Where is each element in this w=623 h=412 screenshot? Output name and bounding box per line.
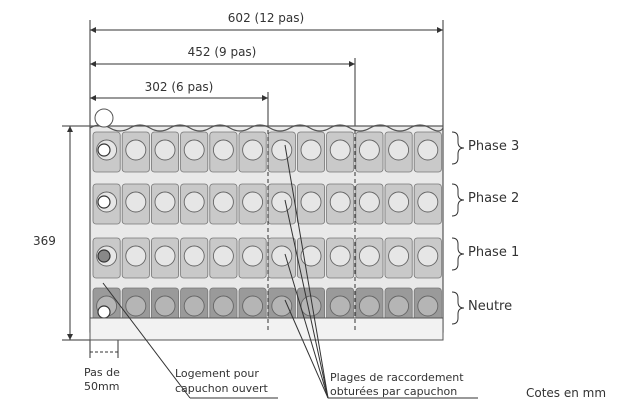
- terminal-cap: [125, 191, 147, 213]
- terminal-cap: [125, 295, 147, 317]
- terminal-cap: [154, 245, 176, 267]
- terminal-cap: [300, 139, 322, 161]
- phase-braces: [451, 131, 465, 325]
- phase-1-label: Phase 1: [468, 245, 519, 260]
- terminal-cap: [417, 139, 439, 161]
- pitch-note-line2: 50mm: [84, 380, 119, 393]
- terminal-cap: [154, 295, 176, 317]
- capped-terminals-note-line2: obturées par capuchon: [330, 385, 457, 398]
- capped-terminals-note-line1: Plages de raccordement: [330, 371, 464, 384]
- terminal-cap: [183, 245, 205, 267]
- terminal-cap: [358, 191, 380, 213]
- terminal-cap: [300, 245, 322, 267]
- terminal-cap: [358, 139, 380, 161]
- pitch-note-line1: Pas de: [84, 366, 120, 379]
- terminal-cap: [242, 139, 264, 161]
- terminal-cap: [329, 245, 351, 267]
- phase-2-label: Phase 2: [468, 191, 519, 206]
- terminal-cap: [417, 191, 439, 213]
- distribution-block: [89, 108, 444, 341]
- leader-lines: [102, 144, 478, 399]
- terminal-cap: [212, 295, 234, 317]
- terminal-cap: [242, 295, 264, 317]
- terminal-cap: [271, 139, 293, 161]
- open-cap-note-line2: capuchon ouvert: [175, 382, 268, 395]
- terminal-cap: [358, 295, 380, 317]
- terminal-cap: [125, 139, 147, 161]
- dimension-label-602: 602 (12 pas): [228, 11, 304, 25]
- connection-ring: [97, 195, 111, 209]
- terminal-cap: [388, 139, 410, 161]
- terminal-cap: [154, 191, 176, 213]
- connection-ring: [97, 143, 111, 157]
- terminal-cap: [388, 191, 410, 213]
- terminal-cap: [242, 245, 264, 267]
- terminal-cap: [329, 139, 351, 161]
- terminal-cap: [271, 295, 293, 317]
- terminal-cap: [183, 139, 205, 161]
- connection-ring: [97, 249, 111, 263]
- connection-ring: [97, 305, 111, 319]
- dimension-label-452: 452 (9 pas): [188, 45, 257, 59]
- terminal-cap: [271, 191, 293, 213]
- terminal-cap: [329, 191, 351, 213]
- terminal-cap: [388, 245, 410, 267]
- phase-3-label: Phase 3: [468, 139, 519, 154]
- terminal-cap: [183, 191, 205, 213]
- terminal-cap: [183, 295, 205, 317]
- terminal-cap: [212, 245, 234, 267]
- terminal-cap: [271, 245, 293, 267]
- open-cap-note-line1: Logement pour: [175, 367, 259, 380]
- open-cap-housing: [94, 108, 114, 128]
- terminal-cap: [212, 191, 234, 213]
- dimension-label-302: 302 (6 pas): [145, 80, 214, 94]
- terminal-cap: [300, 191, 322, 213]
- neutre-label: Neutre: [468, 299, 512, 314]
- terminal-cap: [388, 295, 410, 317]
- terminal-cap: [329, 295, 351, 317]
- dimension-label-369: 369: [33, 234, 56, 248]
- terminal-cap: [242, 191, 264, 213]
- terminal-cap: [417, 295, 439, 317]
- terminal-cap: [417, 245, 439, 267]
- terminal-cap: [154, 139, 176, 161]
- terminal-cap: [358, 245, 380, 267]
- terminal-cap: [125, 245, 147, 267]
- terminal-cap: [212, 139, 234, 161]
- units-note: Cotes en mm: [526, 386, 606, 400]
